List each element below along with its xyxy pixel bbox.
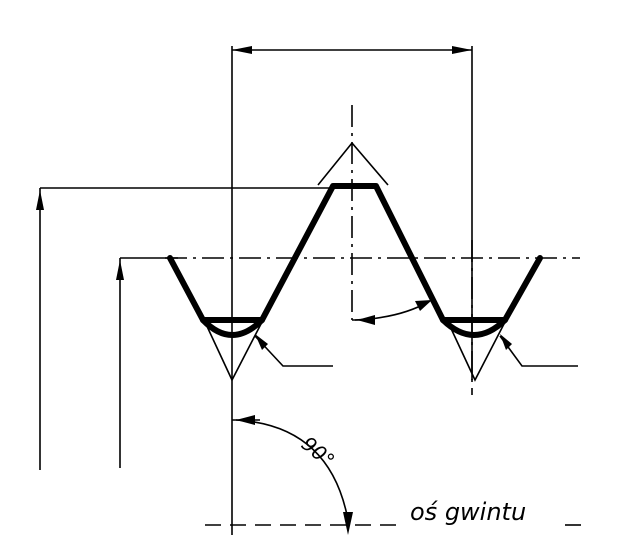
axis-label: oś gwintu (410, 498, 526, 526)
angle-label: 90° (297, 431, 340, 472)
arrow-icon (36, 190, 44, 210)
arrow-icon (452, 46, 472, 54)
root-sharp-triangle-left (204, 321, 263, 382)
fillet-leader-right (499, 335, 578, 367)
thread-profile (167, 183, 543, 323)
arrow-icon (415, 300, 432, 311)
arrow-icon (116, 260, 124, 280)
arrow-icon (236, 415, 255, 425)
arrow-icon (232, 46, 252, 54)
arrow-icon (500, 334, 512, 350)
root-fillet-right (440, 317, 508, 338)
arrow-icon (357, 315, 375, 325)
arrow-icon (343, 512, 353, 535)
right-angle-arc (235, 419, 349, 521)
fillet-leader-left (254, 335, 333, 367)
arrow-icon (255, 334, 268, 350)
root-fillet-left (200, 317, 265, 338)
root-sharp-triangle-right (447, 321, 506, 382)
crest-sharp-triangle (317, 141, 389, 186)
